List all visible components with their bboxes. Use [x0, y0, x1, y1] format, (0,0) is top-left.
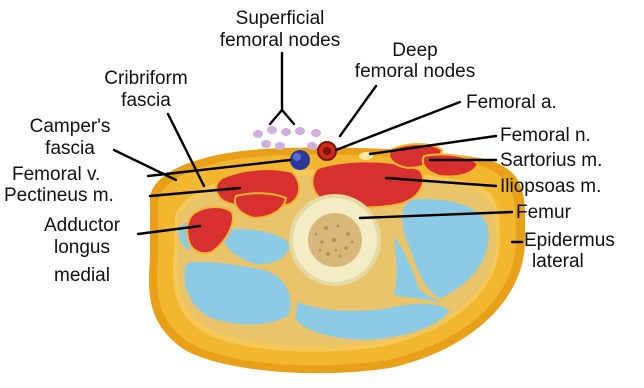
label-adductor-line1: Adductor: [44, 215, 121, 236]
superficial-lymph-node-6: [261, 140, 271, 148]
label-superficial-nodes-line2: femoral nodes: [220, 30, 340, 51]
femoral-vein-highlight: [293, 153, 301, 161]
label-superficial-nodes-line1: Superficial: [236, 8, 325, 29]
leader-deep-nodes: [340, 86, 376, 136]
label-femur: Femur: [516, 202, 572, 223]
label-sartorius: Sartorius m.: [500, 150, 602, 171]
label-femoral-artery: Femoral a.: [466, 92, 557, 113]
label-deep-nodes-line1: Deep: [392, 40, 437, 61]
femoral-vein: [290, 150, 310, 170]
superficial-lymph-node-1: [253, 130, 263, 138]
deep-lymph-node: [307, 142, 317, 150]
label-cribriform-line1: Cribriform: [104, 68, 187, 89]
label-campers-line2: fascia: [45, 138, 95, 159]
label-adductor-line2: longus: [54, 237, 110, 258]
superficial-lymph-node-3: [281, 128, 291, 136]
leader-superficial-nodes: [270, 53, 294, 124]
label-deep-nodes-line2: femoral nodes: [355, 61, 475, 82]
label-femoral-vein: Femoral v.: [12, 164, 100, 185]
label-epidermus-line2: lateral: [532, 251, 584, 272]
label-campers-line1: Camper's: [30, 116, 111, 137]
superficial-lymph-node-2: [267, 126, 277, 134]
label-cribriform-line2: fascia: [121, 90, 171, 111]
label-femoral-nerve: Femoral n.: [500, 125, 591, 146]
label-pectineus: Pectineus m.: [4, 185, 114, 206]
superficial-lymph-node-5: [311, 129, 321, 137]
label-epidermus-line1: Epidermus: [524, 230, 615, 251]
superficial-lymph-node-7: [275, 142, 285, 150]
label-iliopsoas: Iliopsoas m.: [500, 176, 601, 197]
label-adductor-line3: medial: [54, 265, 110, 286]
femoral-artery-lumen: [323, 147, 331, 155]
leader-campers: [114, 150, 176, 180]
superficial-lymph-node-4: [295, 127, 305, 135]
femur-bone: [289, 194, 381, 286]
